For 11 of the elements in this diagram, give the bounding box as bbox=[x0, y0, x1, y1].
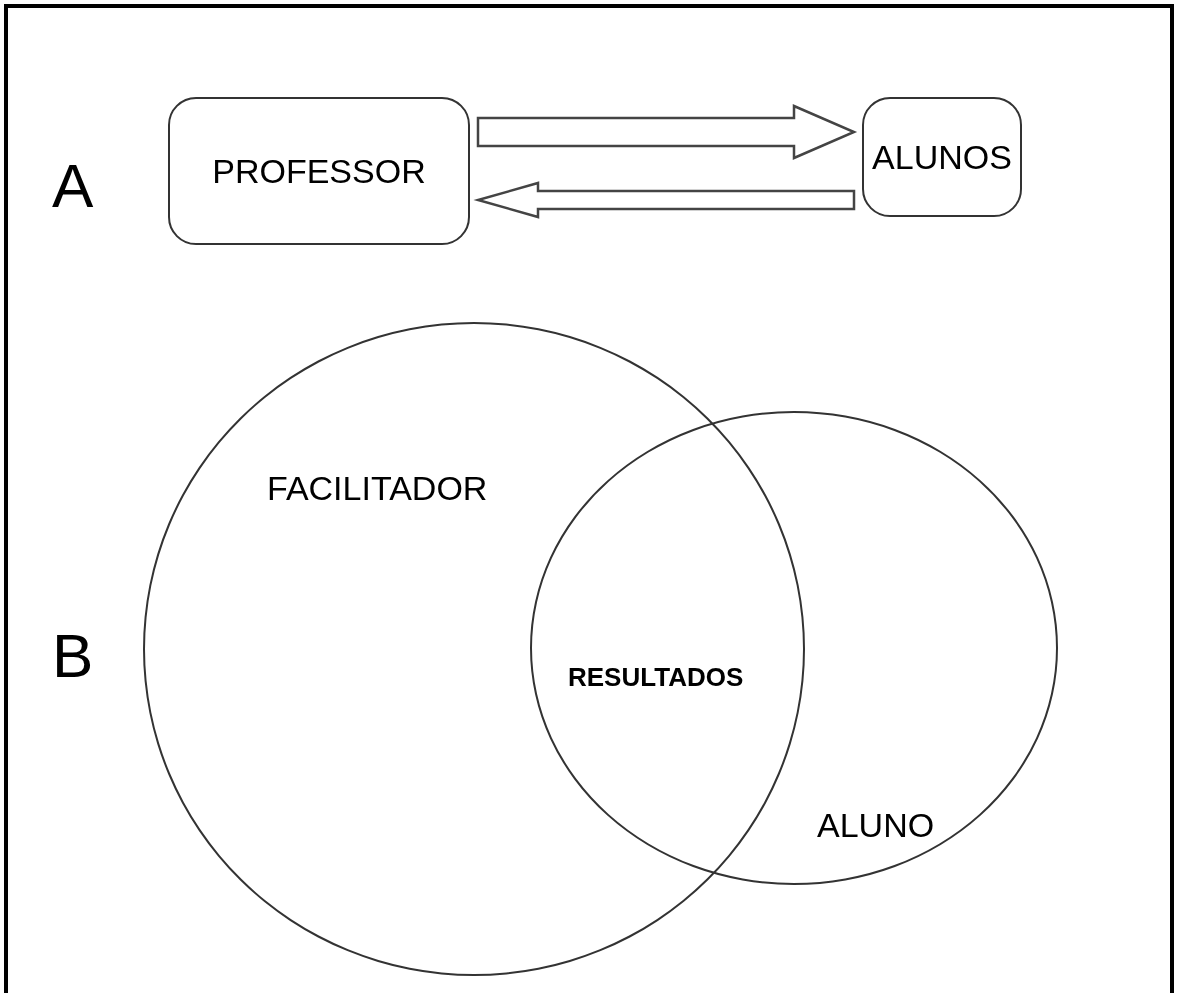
block-arrow bbox=[476, 104, 858, 160]
venn-circle bbox=[530, 411, 1058, 885]
block-arrow bbox=[473, 181, 856, 219]
process-box: PROFESSOR bbox=[168, 97, 470, 245]
circle-label: ALUNO bbox=[817, 806, 935, 845]
section-letter: A bbox=[52, 150, 94, 221]
section-letter: B bbox=[52, 620, 94, 691]
venn-circle bbox=[143, 322, 805, 976]
circle-label: FACILITADOR bbox=[267, 469, 488, 508]
overlap-label: RESULTADOS bbox=[568, 662, 744, 693]
process-box: ALUNOS bbox=[862, 97, 1022, 217]
